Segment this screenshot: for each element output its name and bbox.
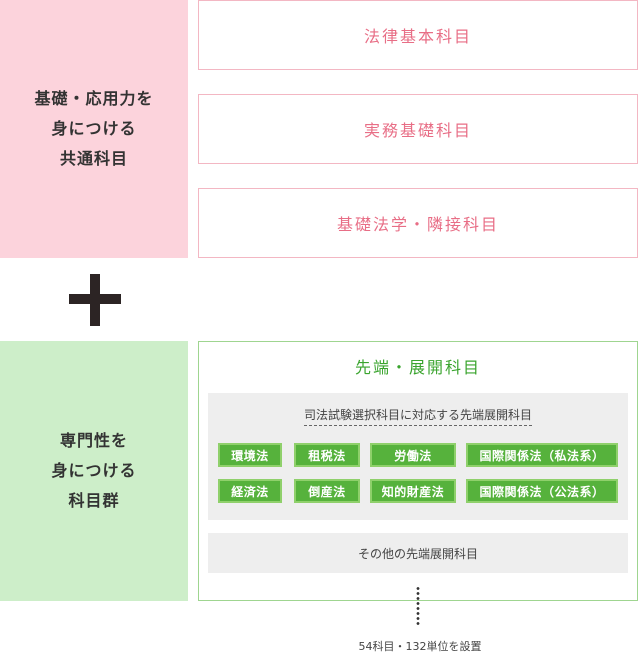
tag-international-private-law: 国際関係法（私法系） [466, 443, 618, 467]
subject-label: 基礎法学・隣接科目 [336, 215, 499, 234]
tag-international-public-law: 国際関係法（公法系） [466, 479, 618, 503]
subject-box-jurisprudence: 基礎法学・隣接科目 [198, 188, 638, 258]
subject-box-legal-basics: 法律基本科目 [198, 0, 638, 70]
other-advanced-subjects: その他の先端展開科目 [208, 533, 628, 573]
specialized-title-line-2: 身につける [51, 461, 137, 480]
tag-bankruptcy-law: 倒産法 [294, 479, 360, 503]
bar-exam-elective-caption: 司法試験選択科目に対応する先端展開科目 [208, 406, 628, 426]
tag-labor-law: 労働法 [370, 443, 456, 467]
subject-box-practical-basics: 実務基礎科目 [198, 94, 638, 164]
plus-icon-horizontal [69, 294, 121, 304]
dotted-connector [416, 586, 420, 626]
specialized-subjects-title: 専門性を 身につける 科目群 [51, 426, 136, 516]
common-title-line-1: 基礎・応用力を [34, 89, 154, 108]
specialized-title-line-1: 専門性を [59, 431, 128, 450]
subject-label: 実務基礎科目 [363, 121, 472, 140]
course-count-note: 54科目・132単位を設置 [358, 640, 482, 653]
subject-label: 法律基本科目 [363, 27, 472, 46]
common-title-line-3: 共通科目 [59, 149, 128, 168]
common-subjects-title: 基礎・応用力を 身につける 共通科目 [34, 84, 153, 174]
tag-environmental-law: 環境法 [218, 443, 282, 467]
tag-intellectual-property-law: 知的財産法 [370, 479, 456, 503]
specialized-title-line-3: 科目群 [68, 491, 120, 510]
advanced-subjects-title: 先端・展開科目 [354, 358, 481, 377]
tag-economic-law: 経済法 [218, 479, 282, 503]
specialized-subjects-panel: 専門性を 身につける 科目群 [0, 341, 188, 601]
common-title-line-2: 身につける [51, 119, 137, 138]
common-subjects-panel: 基礎・応用力を 身につける 共通科目 [0, 0, 188, 258]
tag-tax-law: 租税法 [294, 443, 360, 467]
